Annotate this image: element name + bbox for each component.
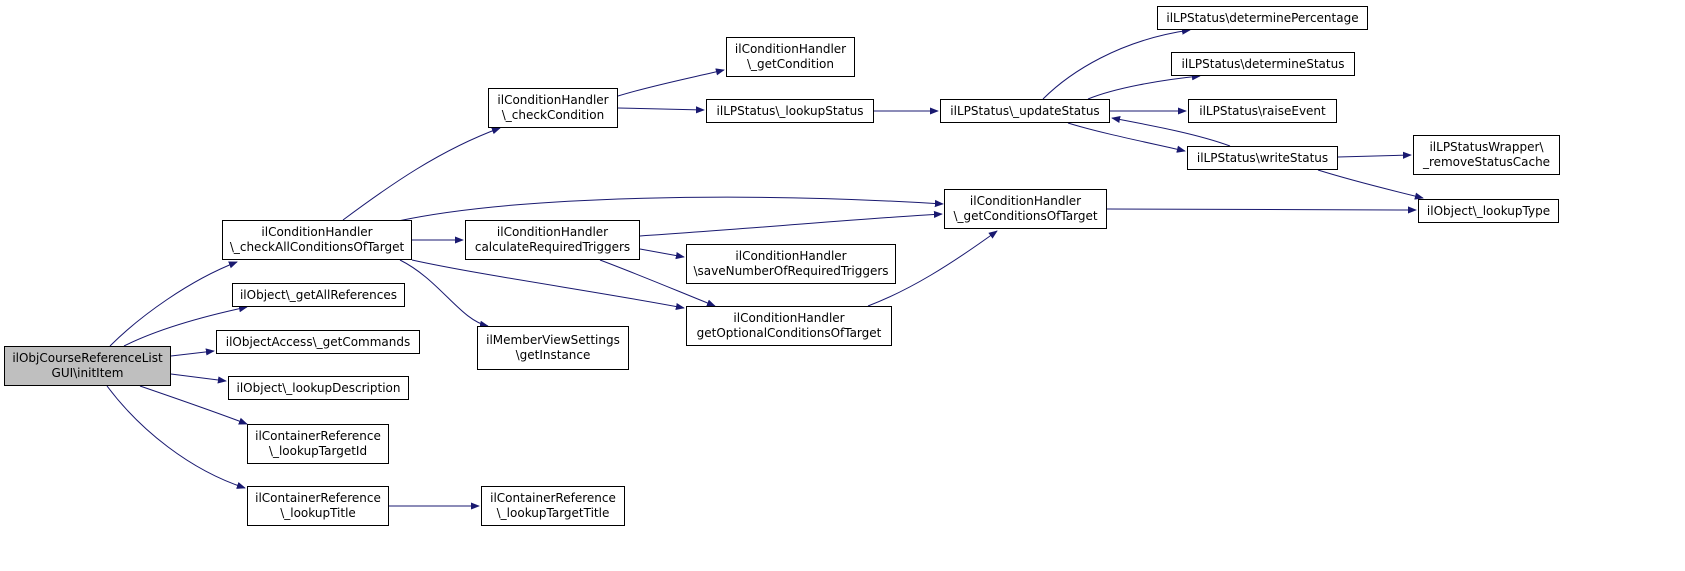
edge-root-to-lookupTitle xyxy=(106,385,246,489)
node-lookupType[interactable]: ilObject\_lookupType xyxy=(1418,199,1559,223)
node-saveNum[interactable]: ilConditionHandler\saveNumberOfRequiredT… xyxy=(686,244,896,284)
node-removeCache[interactable]: ilLPStatusWrapper\_removeStatusCache xyxy=(1413,135,1560,175)
node-raiseEvent[interactable]: ilLPStatus\raiseEvent xyxy=(1188,99,1337,123)
node-label-line: ilConditionHandler xyxy=(497,93,609,107)
edge-calcReq-to-getOptional xyxy=(599,259,716,307)
node-label-line: ilContainerReference xyxy=(255,491,381,505)
edge-checkCond-to-getCond xyxy=(617,68,725,97)
node-lookupTargetId[interactable]: ilContainerReference\_lookupTargetId xyxy=(247,424,389,464)
node-label-line: ilConditionHandler xyxy=(261,225,373,239)
edge-root-to-lookupDesc xyxy=(170,373,227,384)
node-label-line: GUI\initItem xyxy=(51,366,124,380)
node-lookupTargetTitle[interactable]: ilContainerReference\_lookupTargetTitle xyxy=(481,486,625,526)
node-label-line: ilObject\_getAllReferences xyxy=(239,287,398,302)
edge-calcReq-to-saveNum xyxy=(639,248,685,260)
node-label-line: getOptionalConditionsOfTarget xyxy=(696,326,882,340)
node-label-line: ilConditionHandler xyxy=(969,194,1082,208)
node-getCond[interactable]: ilConditionHandler\_getCondition xyxy=(726,37,855,77)
edge-getCondOfTarget-to-lookupType xyxy=(1106,206,1417,214)
node-getAllRefs[interactable]: ilObject\_getAllReferences xyxy=(232,283,405,307)
edge-root-to-getCommands xyxy=(170,348,215,357)
edge-updateStatus-to-writeStatus xyxy=(1067,122,1186,153)
node-label-line: \_getCondition xyxy=(746,57,834,71)
node-label-line: ilConditionHandler xyxy=(734,42,847,56)
node-label-line: ilLPStatus\raiseEvent xyxy=(1199,103,1326,118)
node-label-line: ilContainerReference xyxy=(490,491,616,505)
node-label-line: ilLPStatusWrapper\ xyxy=(1429,140,1544,154)
node-label-line: \_checkCondition xyxy=(501,108,605,122)
edge-checkAll-to-memberView xyxy=(399,259,489,328)
node-label-line: ilMemberViewSettings xyxy=(486,333,620,347)
node-lookupStatus[interactable]: ilLPStatus\_lookupStatus xyxy=(706,99,874,123)
node-label-line: ilConditionHandler xyxy=(496,225,609,239)
node-label-line: \_lookupTitle xyxy=(280,506,356,520)
edge-updateStatus-to-detStatus xyxy=(1087,73,1201,100)
node-label-line: \_getConditionsOfTarget xyxy=(953,209,1098,223)
edge-getOptional-to-getCondOfTarget xyxy=(867,230,998,307)
edge-checkCond-to-lookupStatus xyxy=(617,106,705,114)
edge-writeStatus-to-removeCache xyxy=(1337,151,1412,159)
node-memberView[interactable]: ilMemberViewSettings\getInstance xyxy=(477,326,629,370)
node-label-line: ilObject\_lookupType xyxy=(1426,203,1551,218)
node-label-line: ilObject\_lookupDescription xyxy=(236,380,401,395)
node-checkAll[interactable]: ilConditionHandler\_checkAllConditionsOf… xyxy=(222,220,412,260)
node-label-line: calculateRequiredTriggers xyxy=(474,240,631,254)
node-label-line: ilObjectAccess\_getCommands xyxy=(225,334,411,349)
edge-writeStatus-to-lookupType xyxy=(1317,169,1424,200)
node-getCommands[interactable]: ilObjectAccess\_getCommands xyxy=(216,330,420,354)
edge-writeStatus-to-updateStatus xyxy=(1111,115,1231,147)
edge-checkAll-to-checkCond xyxy=(342,127,501,221)
edge-root-to-lookupTargetId xyxy=(139,385,248,425)
node-label-line: \saveNumberOfRequiredTriggers xyxy=(693,264,889,278)
node-checkCond[interactable]: ilConditionHandler\_checkCondition xyxy=(488,88,618,128)
node-label-line: ilConditionHandler xyxy=(733,311,845,325)
edge-root-to-checkAll xyxy=(109,261,238,347)
node-label-line: ilContainerReference xyxy=(255,429,381,443)
node-getCondOfTarget[interactable]: ilConditionHandler\_getConditionsOfTarge… xyxy=(944,189,1107,229)
node-label-line: \_lookupTargetTitle xyxy=(496,506,610,520)
node-label-line: ilLPStatus\writeStatus xyxy=(1196,150,1329,165)
node-label-line: ilLPStatus\determineStatus xyxy=(1181,56,1345,71)
node-label-line: \_checkAllConditionsOfTarget xyxy=(229,240,405,254)
edge-root-to-getAllRefs xyxy=(123,305,248,347)
node-writeStatus[interactable]: ilLPStatus\writeStatus xyxy=(1187,146,1338,170)
node-label-line: ilLPStatus\determinePercentage xyxy=(1166,10,1359,25)
edge-checkAll-to-getCondOfTarget xyxy=(397,196,944,222)
node-label-line: \_lookupTargetId xyxy=(268,444,368,458)
node-detStatus[interactable]: ilLPStatus\determineStatus xyxy=(1171,52,1355,76)
node-lookupTitle[interactable]: ilContainerReference\_lookupTitle xyxy=(247,486,389,526)
node-label-line: _removeStatusCache xyxy=(1422,155,1551,169)
edge-updateStatus-to-detPercent xyxy=(1042,27,1191,100)
node-label-line: \getInstance xyxy=(515,348,591,362)
node-detPercent[interactable]: ilLPStatus\determinePercentage xyxy=(1157,6,1368,30)
edge-calcReq-to-getCondOfTarget xyxy=(639,210,943,237)
node-label-line: ilObjCourseReferenceList xyxy=(12,351,163,365)
node-label-line: ilLPStatus\_updateStatus xyxy=(950,103,1100,118)
node-lookupDesc[interactable]: ilObject\_lookupDescription xyxy=(228,376,409,400)
node-label-line: ilLPStatus\_lookupStatus xyxy=(716,103,864,118)
node-label-line: ilConditionHandler xyxy=(735,249,847,263)
edge-checkAll-to-getOptional xyxy=(411,259,685,311)
node-updateStatus[interactable]: ilLPStatus\_updateStatus xyxy=(940,99,1110,123)
